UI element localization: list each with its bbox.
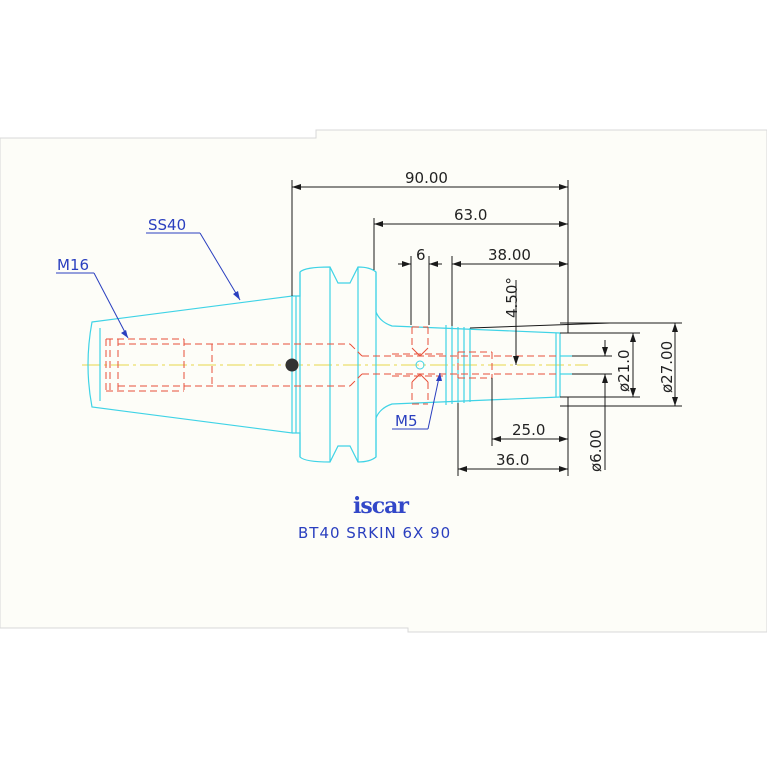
dim-width-6: 6	[416, 246, 426, 264]
hidden-lines	[105, 326, 556, 405]
leader-lines	[56, 232, 441, 430]
pivot-point	[285, 358, 299, 372]
drawing-title: BT40 SRKIN 6X 90	[298, 524, 451, 542]
side-screw-tips	[411, 347, 429, 383]
label-taper: SS40	[148, 216, 186, 234]
label-thread-side: M5	[395, 412, 418, 430]
center-mark	[415, 360, 425, 370]
iscar-logo: iscar	[353, 493, 409, 519]
dim-dia-6: ø6.00	[587, 429, 605, 472]
dim-overall-length: 90.00	[405, 169, 448, 187]
dimension-arrows	[292, 184, 678, 472]
dimension-lines	[291, 180, 682, 476]
leader-arrows	[121, 291, 442, 381]
dim-length-63: 63.0	[454, 206, 487, 224]
dim-length-25: 25.0	[512, 421, 545, 439]
sheet-background	[0, 129, 767, 633]
dim-dia-21: ø21.0	[615, 349, 633, 392]
tool-holder-body	[87, 266, 572, 463]
dim-angle: 4.50°	[503, 277, 521, 318]
dim-dia-27: ø27.00	[658, 341, 676, 393]
dim-length-38: 38.00	[488, 246, 531, 264]
dim-length-36: 36.0	[496, 451, 529, 469]
label-thread-main: M16	[57, 256, 89, 274]
